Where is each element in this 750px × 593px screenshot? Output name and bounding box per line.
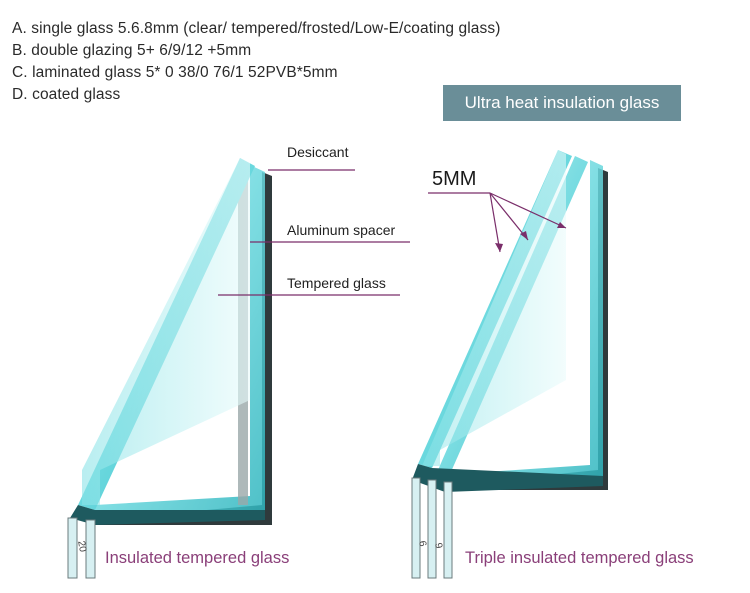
arrowhead-1 bbox=[495, 243, 503, 252]
triple-glazing-diagram bbox=[411, 150, 608, 579]
right-section-b bbox=[427, 479, 437, 579]
label-aluminum-spacer: Aluminum spacer bbox=[287, 222, 396, 238]
label-5mm: 5MM bbox=[432, 168, 477, 190]
spec-line-c: C. laminated glass 5* 0 38/0 76/1 52PVB*… bbox=[12, 64, 338, 81]
left-dimension: 20 bbox=[75, 540, 88, 553]
arrowhead-3 bbox=[557, 222, 566, 228]
ultra-heat-badge: Ultra heat insulation glass bbox=[443, 85, 681, 121]
right-caption: Triple insulated tempered glass bbox=[465, 549, 694, 567]
right-bottom-edge bbox=[412, 464, 603, 492]
right-section-a bbox=[411, 477, 421, 579]
5mm-arrow-1 bbox=[489, 192, 501, 253]
left-outer-face bbox=[82, 158, 250, 505]
left-caption: Insulated tempered glass bbox=[105, 549, 290, 567]
left-section-a bbox=[67, 517, 78, 579]
right-pane-face bbox=[422, 150, 566, 466]
right-section-c bbox=[443, 481, 453, 579]
double-glazing-diagram bbox=[67, 158, 272, 579]
label-desiccant: Desiccant bbox=[287, 144, 349, 160]
spec-line-b: B. double glazing 5+ 6/9/12 +5mm bbox=[12, 42, 252, 59]
5mm-arrow-3 bbox=[489, 192, 567, 229]
left-section-b bbox=[85, 519, 96, 579]
spec-line-d: D. coated glass bbox=[12, 86, 121, 103]
label-tempered-glass: Tempered glass bbox=[287, 275, 386, 291]
spec-line-a: A. single glass 5.6.8mm (clear/ tempered… bbox=[12, 20, 501, 37]
left-bottom-edge bbox=[70, 505, 265, 525]
arrowhead-2 bbox=[520, 231, 528, 240]
5mm-arrow-2 bbox=[489, 192, 529, 241]
